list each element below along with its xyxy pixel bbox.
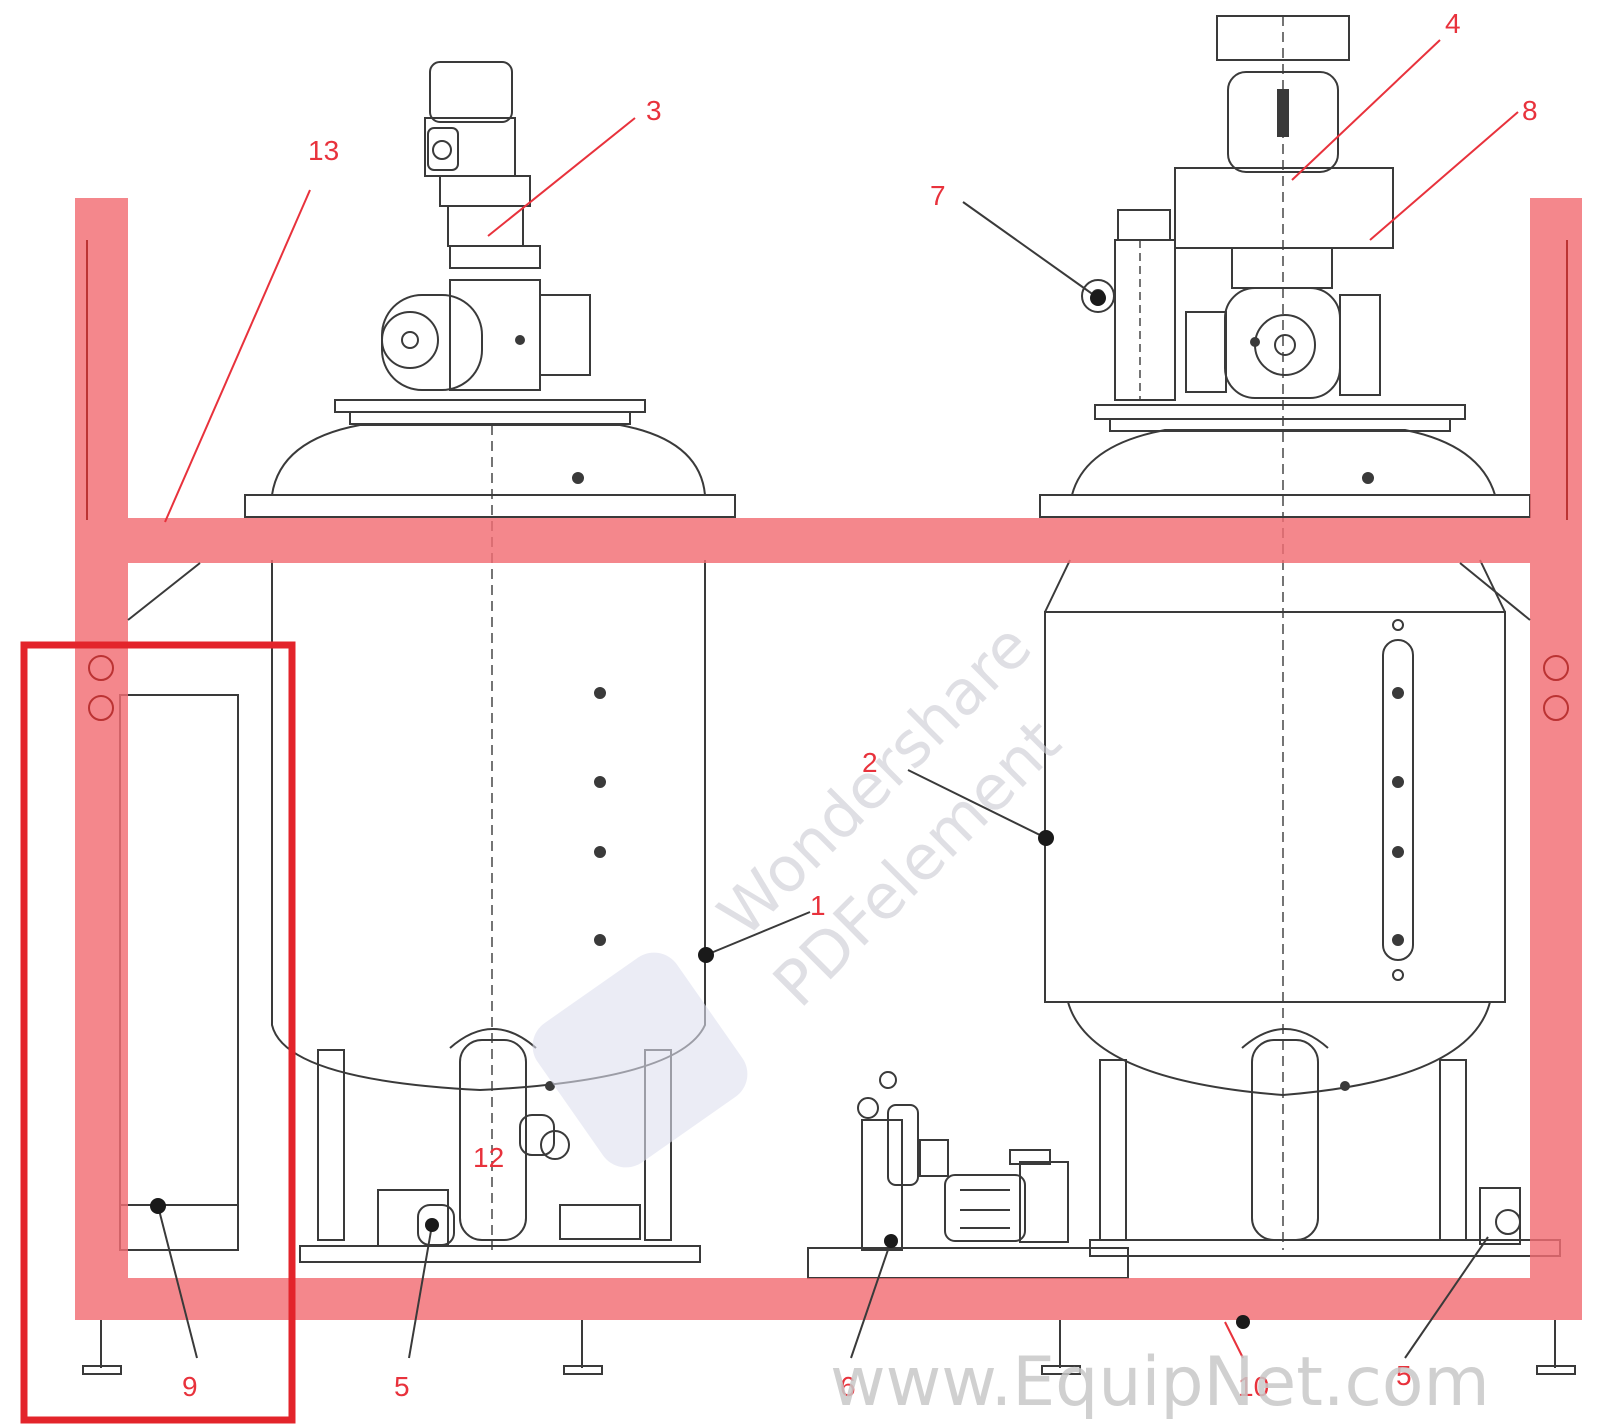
site-watermark: www.EquipNet.com (830, 1343, 1490, 1422)
callout-7: 7 (930, 180, 946, 211)
leader-lines-dark (157, 201, 1489, 1359)
callout-4: 4 (1445, 8, 1461, 39)
callout-10: 10 (1238, 1371, 1269, 1402)
frame-feet (82, 1320, 1576, 1375)
callout-9: 9 (182, 1371, 198, 1402)
pump-skid (807, 1071, 1129, 1279)
leader-dots (150, 290, 1250, 1329)
highlight-box (20, 641, 296, 1424)
callout-5-right: 5 (1396, 1360, 1412, 1391)
tank-2 (1039, 15, 1561, 1257)
leader-lines (164, 39, 1519, 1359)
control-cabinet (119, 694, 239, 1251)
callout-13: 13 (308, 135, 339, 166)
callout-3: 3 (646, 95, 662, 126)
frame-highlight (75, 198, 1582, 1320)
callout-1: 1 (810, 890, 826, 921)
callout-6: 6 (840, 1371, 856, 1402)
callout-5-left: 5 (394, 1371, 410, 1402)
callout-12: 12 (473, 1142, 504, 1173)
callout-2: 2 (862, 747, 878, 778)
frame-detail (86, 240, 1569, 721)
callout-8: 8 (1522, 95, 1538, 126)
